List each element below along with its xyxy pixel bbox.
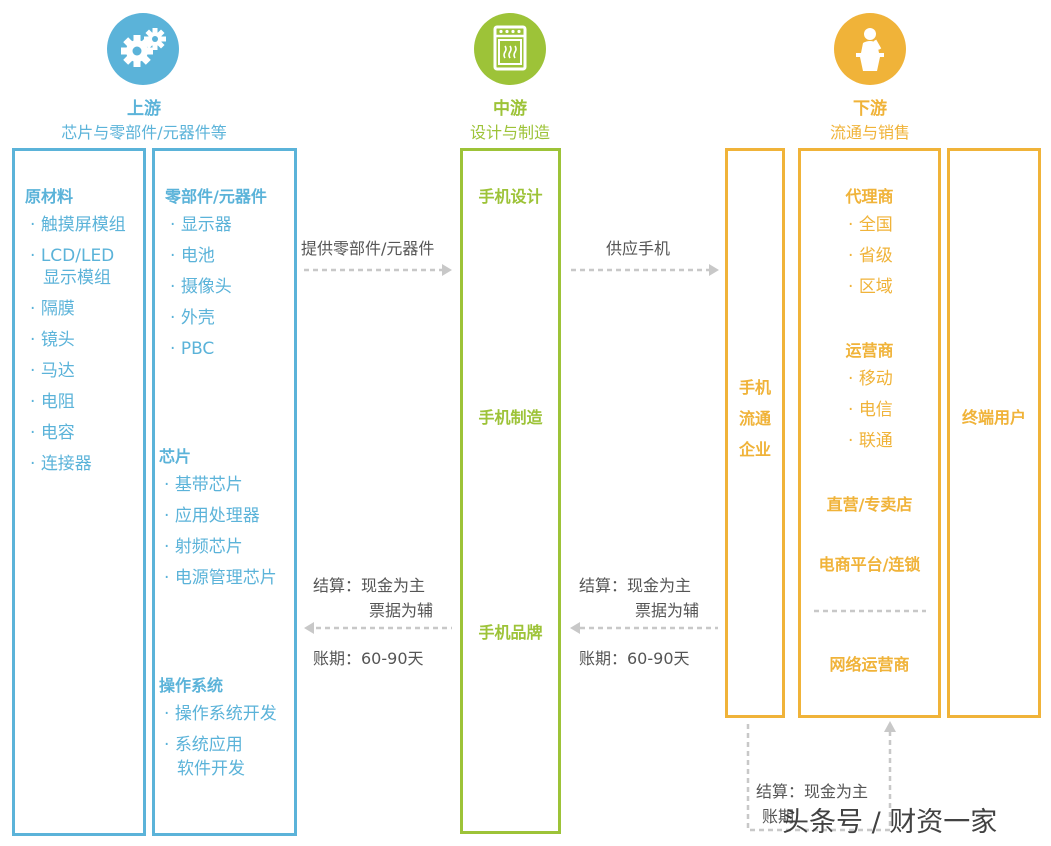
list-item: · PBC <box>170 339 215 359</box>
list-item: · 电源管理芯片 <box>164 568 277 588</box>
list-item: · 射频芯片 <box>164 537 243 557</box>
distribution-enterprise-box <box>725 148 785 718</box>
online-operators: 网络运营商 <box>829 655 910 674</box>
enterprise-line: 企业 <box>738 440 771 459</box>
list-item: · 电池 <box>170 246 215 266</box>
agents-title: 代理商 <box>845 187 894 206</box>
payment-term-label-bottom: 账期 <box>762 807 795 826</box>
end-user: 终端用户 <box>961 408 1026 427</box>
list-item: · 电信 <box>848 400 893 420</box>
list-item: · 摄像头 <box>170 277 232 297</box>
list-item: · 全国 <box>848 215 893 235</box>
upstream-subtitle: 芯片与零部件/元器件等 <box>61 123 227 142</box>
settlement-label: 结算：现金为主 <box>313 576 426 595</box>
downstream-speaker-icon <box>834 13 906 85</box>
list-item: 软件开发 <box>177 759 245 779</box>
settlement-label: 结算：现金为主 <box>579 576 692 595</box>
list-item: · 省级 <box>848 246 893 266</box>
list-item: · 隔膜 <box>30 299 75 319</box>
list-item: · 移动 <box>848 369 893 389</box>
enterprise-line: 手机 <box>738 378 771 397</box>
list-item: · 连接器 <box>30 454 92 474</box>
midstream-box <box>460 148 561 834</box>
list-item: · 外壳 <box>170 308 215 328</box>
ecommerce-platforms: 电商平台/连锁 <box>818 555 921 574</box>
list-item: · 联通 <box>848 431 893 451</box>
phone-design: 手机设计 <box>478 187 543 206</box>
downstream-subtitle: 流通与销售 <box>829 123 910 142</box>
payment-term-label: 账期：60-90天 <box>579 649 690 668</box>
settlement-label: 票据为辅 <box>635 601 700 620</box>
settlement-label-bottom: 结算：现金为主 <box>756 782 869 801</box>
phone-manufacturing: 手机制造 <box>478 408 543 427</box>
supply-parts-label: 提供零部件/元器件 <box>301 239 435 258</box>
components-box <box>152 148 297 836</box>
payment-term-label: 账期：60-90天 <box>313 649 424 668</box>
watermark: 头条号 / 财资一家 <box>782 807 998 838</box>
supply-phone-label: 供应手机 <box>606 239 671 258</box>
raw-materials-title: 原材料 <box>25 187 74 206</box>
settlement-label: 票据为辅 <box>369 601 434 620</box>
end-user-box <box>947 148 1041 718</box>
list-item: · 马达 <box>30 361 75 381</box>
midstream-title: 中游 <box>493 99 527 119</box>
list-item: · 系统应用 <box>164 735 243 755</box>
raw-materials-box <box>12 148 146 836</box>
list-item: 显示模组 <box>43 268 111 288</box>
direct-stores: 直营/专卖店 <box>826 495 913 514</box>
os-title: 操作系统 <box>159 676 224 695</box>
enterprise-line: 流通 <box>738 409 771 428</box>
midstream-oven-icon <box>474 13 546 85</box>
list-item: · 基带芯片 <box>164 475 243 495</box>
list-item: · LCD/LED <box>30 246 115 266</box>
list-item: · 显示器 <box>170 215 232 235</box>
list-item: · 电阻 <box>30 392 75 412</box>
carriers-title: 运营商 <box>845 341 894 360</box>
list-item: · 区域 <box>848 277 893 297</box>
list-item: · 电容 <box>30 423 75 443</box>
phone-brand: 手机品牌 <box>478 623 543 642</box>
upstream-title: 上游 <box>127 99 161 119</box>
chips-title: 芯片 <box>159 447 192 466</box>
list-item: · 操作系统开发 <box>164 704 277 724</box>
channels-box <box>798 148 941 718</box>
downstream-title: 下游 <box>853 99 887 119</box>
upstream-gears-icon <box>107 13 179 85</box>
list-item: · 应用处理器 <box>164 506 260 526</box>
list-item: · 触摸屏模组 <box>30 215 126 235</box>
midstream-subtitle: 设计与制造 <box>469 123 550 142</box>
list-item: · 镜头 <box>30 330 75 350</box>
parts-title: 零部件/元器件 <box>165 187 267 206</box>
